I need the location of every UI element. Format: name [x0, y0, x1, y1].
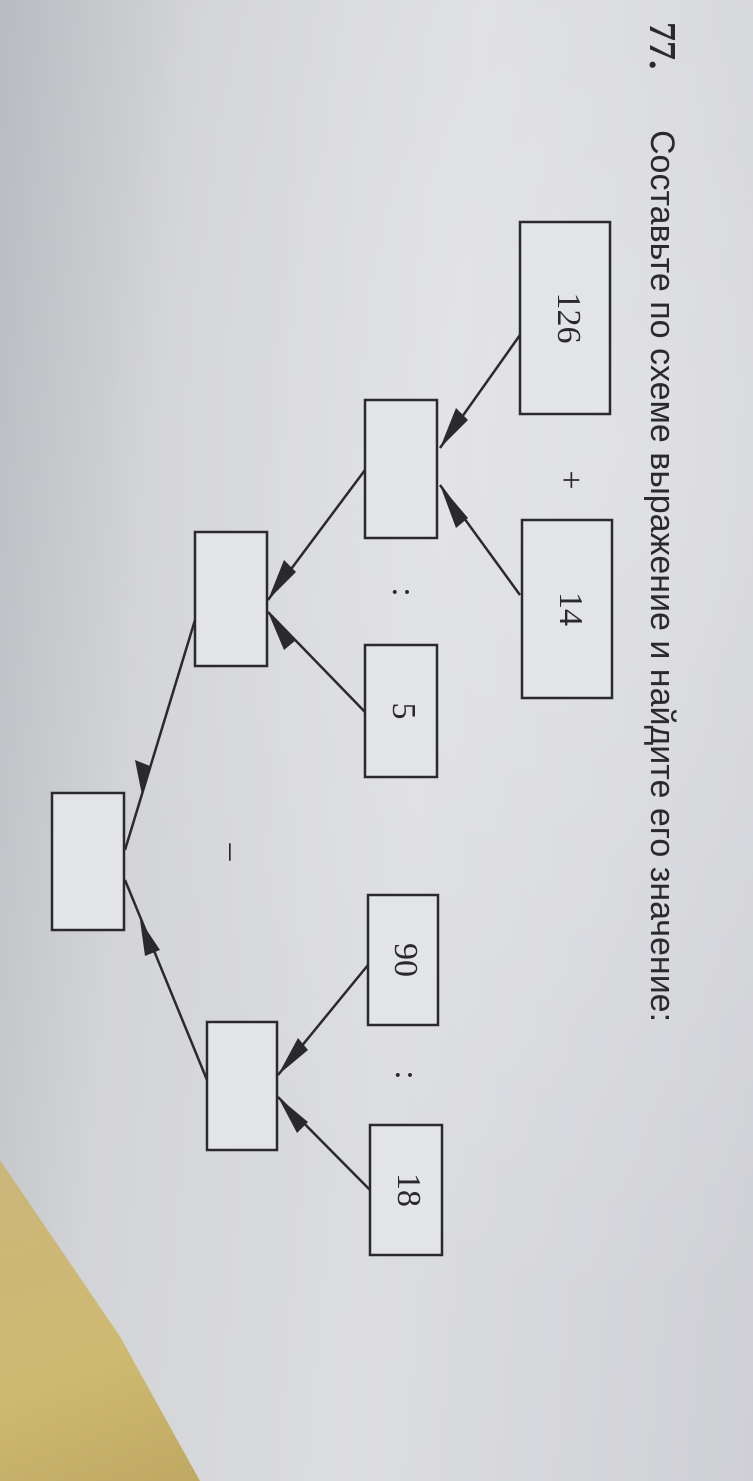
box-18 [368, 1123, 444, 1257]
box-sum[interactable] [363, 398, 439, 540]
arrowhead [135, 760, 150, 795]
box-quotient[interactable] [193, 530, 269, 668]
box-5 [363, 643, 439, 779]
value-18: 18 [390, 1173, 427, 1207]
arrowhead [278, 1097, 308, 1133]
arrowhead [278, 1038, 308, 1075]
operator-minus: – [214, 843, 251, 862]
box-result[interactable] [50, 791, 126, 932]
arrowhead [440, 485, 468, 528]
value-5: 5 [385, 703, 422, 720]
operator-plus: + [552, 470, 589, 489]
operator-divide: : [385, 587, 422, 596]
arrowhead [268, 560, 296, 600]
box-14 [520, 518, 614, 700]
arrowhead [440, 408, 468, 448]
value-126: 126 [550, 293, 587, 344]
value-14: 14 [552, 592, 589, 626]
box-quotient-2[interactable] [205, 1020, 279, 1152]
arrowhead [140, 920, 160, 956]
edge-quotient-to-result [123, 619, 197, 851]
edge-quotient2-to-result [123, 879, 209, 1081]
arrowhead [268, 612, 296, 650]
box-126 [518, 220, 612, 416]
operator-divide-2: : [388, 1070, 425, 1079]
box-90 [366, 893, 440, 1027]
value-90: 90 [387, 943, 424, 977]
